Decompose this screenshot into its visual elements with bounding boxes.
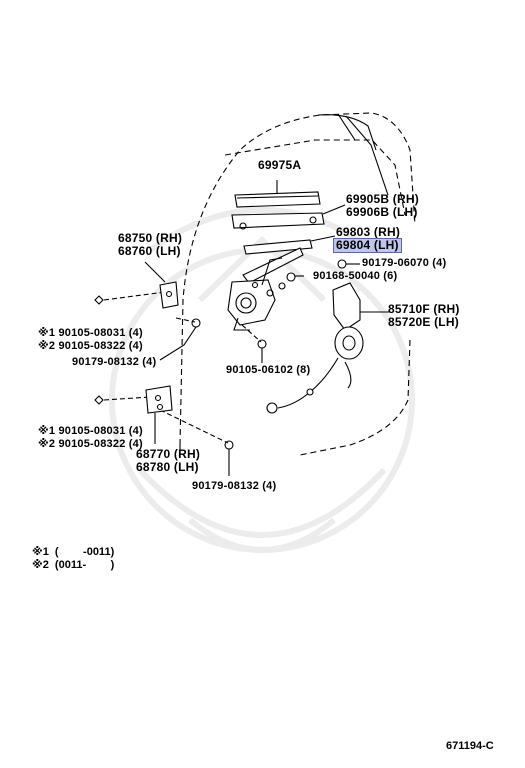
label-85720e: 85720E (LH) bbox=[388, 315, 459, 329]
lift-channel-69804 bbox=[243, 235, 336, 255]
label-68770: 68770 (RH) bbox=[136, 447, 201, 461]
footnote-2: ※2 (0011- ) bbox=[32, 559, 115, 571]
footnote-1: ※1 ( -0011) bbox=[32, 546, 115, 558]
bracket-68770 bbox=[145, 385, 173, 444]
label-69803: 69803 (RH) bbox=[336, 225, 401, 239]
leader-90179-08132 bbox=[159, 326, 197, 361]
label-69905b: 69905B (RH) bbox=[346, 192, 419, 206]
label-90105-08322-upper: ※2 90105-08322 (4) bbox=[38, 340, 143, 352]
label-90168-50040: 90168-50040 (6) bbox=[313, 270, 398, 282]
label-90105-08322-lower: ※2 90105-08322 (4) bbox=[38, 438, 143, 450]
label-68780: 68780 (LH) bbox=[136, 460, 199, 474]
label-68750: 68750 (RH) bbox=[118, 231, 183, 245]
motor-85710f bbox=[332, 282, 390, 360]
bracket-68750 bbox=[144, 261, 179, 309]
label-69975a: 69975A bbox=[258, 158, 302, 172]
bolts bbox=[94, 259, 360, 476]
diagram-code: 671194-C bbox=[446, 740, 494, 752]
leader-dashes bbox=[103, 291, 262, 444]
label-85710f: 85710F (RH) bbox=[388, 302, 460, 316]
regulator-mechanism bbox=[227, 247, 304, 331]
channel-69905b bbox=[231, 204, 346, 230]
strip-69975a bbox=[234, 180, 321, 208]
label-90179-06070: 90179-06070 (4) bbox=[362, 257, 447, 269]
label-90105-06102: 90105-06102 (8) bbox=[226, 364, 311, 376]
label-90105-08031-lower: ※1 90105-08031 (4) bbox=[38, 425, 143, 437]
label-90179-08132-lower: 90179-08132 (4) bbox=[192, 480, 277, 492]
wire-harness bbox=[266, 357, 352, 414]
door-outline bbox=[179, 112, 416, 456]
label-69804-highlighted[interactable]: 69804 (LH) bbox=[333, 238, 402, 253]
label-90105-08031-upper: ※1 90105-08031 (4) bbox=[38, 327, 143, 339]
label-68760: 68760 (LH) bbox=[118, 244, 181, 258]
glass-lines bbox=[317, 113, 389, 196]
label-90179-08132-upper: 90179-08132 (4) bbox=[72, 356, 157, 368]
label-69906b: 69906B (LH) bbox=[346, 205, 418, 219]
